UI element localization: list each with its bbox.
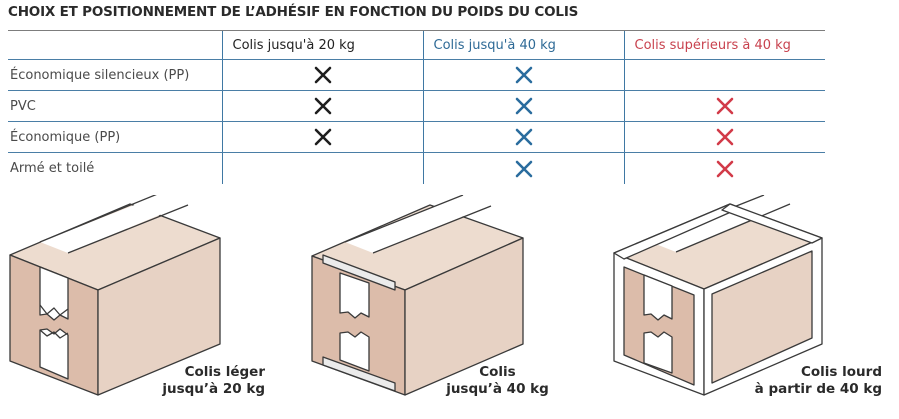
cell-40kg	[422, 121, 624, 153]
caption-light-box: Colis léger jusqu’à 20 kg	[162, 364, 265, 397]
row-label: PVC	[8, 90, 222, 122]
cell-20kg	[221, 121, 423, 153]
table-row: Économique silencieux (PP)	[8, 59, 825, 91]
cross-icon	[314, 128, 331, 146]
light-box-icon	[9, 195, 221, 396]
cross-icon	[314, 66, 331, 84]
cross-icon	[515, 66, 532, 84]
table-row: Armé et toilé	[8, 152, 825, 184]
caption-heavy-box: Colis lourd à partir de 40 kg	[754, 364, 882, 397]
header-up-to-40kg: Colis jusqu'à 40 kg	[422, 30, 624, 60]
cell-over-40kg	[623, 121, 825, 153]
table-row: Économique (PP)	[8, 121, 825, 153]
cross-icon	[716, 160, 734, 177]
page-title: CHOIX ET POSITIONNEMENT DE L’ADHÉSIF EN …	[8, 4, 579, 20]
heavy-box-icon	[613, 195, 823, 396]
caption-medium-box: Colis jusqu’à 40 kg	[446, 364, 549, 397]
header-empty	[8, 30, 222, 60]
cross-icon	[515, 97, 532, 115]
cell-20kg	[221, 152, 423, 184]
table-header-row: Colis jusqu'à 20 kg Colis jusqu'à 40 kg …	[8, 30, 825, 60]
cross-icon	[515, 128, 532, 146]
adhesive-choice-table: Colis jusqu'à 20 kg Colis jusqu'à 40 kg …	[8, 30, 825, 184]
row-label: Armé et toilé	[10, 161, 95, 176]
cell-40kg	[422, 90, 624, 122]
medium-box-icon	[311, 195, 524, 396]
cell-40kg	[422, 152, 624, 184]
header-over-40kg: Colis supérieurs à 40 kg	[623, 30, 825, 60]
cross-icon	[314, 97, 331, 115]
cell-over-40kg	[623, 59, 825, 91]
cell-20kg	[221, 59, 423, 91]
cross-icon	[716, 128, 734, 146]
cell-over-40kg	[623, 152, 825, 184]
row-label: Économique silencieux (PP)	[8, 59, 222, 91]
cell-40kg	[422, 59, 624, 91]
table-row: PVC	[8, 90, 825, 122]
cross-icon	[515, 160, 532, 177]
row-label: Économique (PP)	[8, 121, 222, 153]
header-up-to-20kg: Colis jusqu'à 20 kg	[221, 30, 423, 60]
cross-icon	[716, 97, 734, 115]
cell-over-40kg	[623, 90, 825, 122]
cell-20kg	[221, 90, 423, 122]
